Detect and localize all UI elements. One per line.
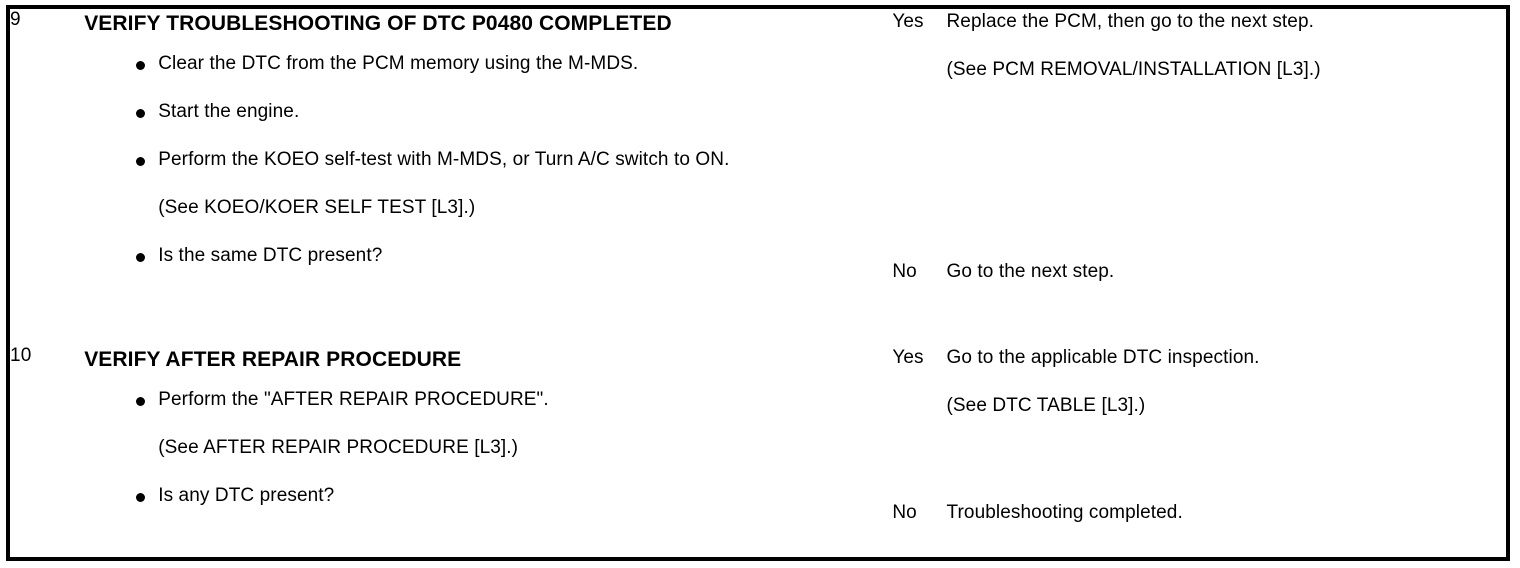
procedure-cell-10: VERIFY AFTER REPAIR PROCEDURE Perform th…: [84, 344, 893, 559]
table-row: No Go to the next step.: [8, 258, 1508, 345]
list-item-text: Clear the DTC from the PCM memory using …: [158, 53, 639, 74]
procedure-step-list: Clear the DTC from the PCM memory using …: [84, 51, 892, 269]
result-label-cell-9-yes: Yes: [892, 7, 947, 259]
list-item: Perform the KOEO self-test with M-MDS, o…: [84, 147, 892, 173]
list-item: Start the engine.: [84, 99, 892, 125]
list-item-reference: (See AFTER REPAIR PROCEDURE [L3].): [84, 435, 892, 461]
action-cell-9-no: Go to the next step.: [946, 258, 1508, 345]
result-label-cell-9-no: No: [892, 258, 947, 345]
action-cell-9-yes: Replace the PCM, then go to the next ste…: [946, 7, 1508, 259]
action-reference: (See PCM REMOVAL/INSTALLATION [L3].): [946, 59, 1321, 80]
result-label: No: [892, 260, 917, 282]
step-number: 10: [10, 344, 32, 366]
action-cell-10-yes: Go to the applicable DTC inspection. (Se…: [946, 344, 1508, 501]
action-text: Troubleshooting completed.: [946, 502, 1183, 524]
action-cell-10-no: Troubleshooting completed.: [946, 500, 1508, 559]
list-item-text: Is the same DTC present?: [158, 245, 383, 266]
result-label: Yes: [892, 11, 924, 32]
procedure-step-list: Perform the "AFTER REPAIR PROCEDURE". (S…: [84, 387, 892, 509]
table-row: 9 VERIFY TROUBLESHOOTING OF DTC P0480 CO…: [8, 7, 1508, 345]
list-item: Is the same DTC present?: [84, 243, 892, 269]
reference-text: (See KOEO/KOER SELF TEST [L3].): [158, 197, 476, 218]
procedure-cell-9: VERIFY TROUBLESHOOTING OF DTC P0480 COMP…: [84, 7, 893, 345]
list-item: Perform the "AFTER REPAIR PROCEDURE".: [84, 387, 892, 413]
list-item: Clear the DTC from the PCM memory using …: [84, 51, 892, 77]
result-label: No: [892, 502, 917, 524]
list-item-text: Is any DTC present?: [158, 484, 335, 506]
table-row: 10 VERIFY AFTER REPAIR PROCEDURE Perform…: [8, 344, 1508, 559]
step-number-cell-9: 9: [8, 7, 85, 345]
action-text: Replace the PCM, then go to the next ste…: [946, 11, 1315, 32]
list-item-text: Perform the "AFTER REPAIR PROCEDURE".: [158, 388, 549, 410]
action-reference: (See DTC TABLE [L3].): [946, 394, 1146, 416]
reference-text: (See AFTER REPAIR PROCEDURE [L3].): [158, 436, 519, 458]
list-item-text: Perform the KOEO self-test with M-MDS, o…: [158, 149, 730, 170]
action-text: Go to the next step.: [946, 260, 1115, 282]
list-item: Is any DTC present?: [84, 483, 892, 509]
procedure-title: VERIFY TROUBLESHOOTING OF DTC P0480 COMP…: [84, 12, 672, 35]
result-label: Yes: [892, 346, 924, 368]
table-row: No Troubleshooting completed.: [8, 500, 1508, 559]
action-text: Go to the applicable DTC inspection.: [946, 346, 1260, 368]
step-number-cell-10: 10: [8, 344, 85, 559]
step-number: 9: [10, 9, 21, 30]
list-item-reference: (See KOEO/KOER SELF TEST [L3].): [84, 195, 892, 221]
result-label-cell-10-no: No: [892, 500, 947, 559]
procedure-title: VERIFY AFTER REPAIR PROCEDURE: [84, 347, 462, 371]
result-label-cell-10-yes: Yes: [892, 344, 947, 501]
list-item-text: Start the engine.: [158, 101, 300, 122]
dtc-troubleshooting-table: 9 VERIFY TROUBLESHOOTING OF DTC P0480 CO…: [6, 5, 1510, 561]
